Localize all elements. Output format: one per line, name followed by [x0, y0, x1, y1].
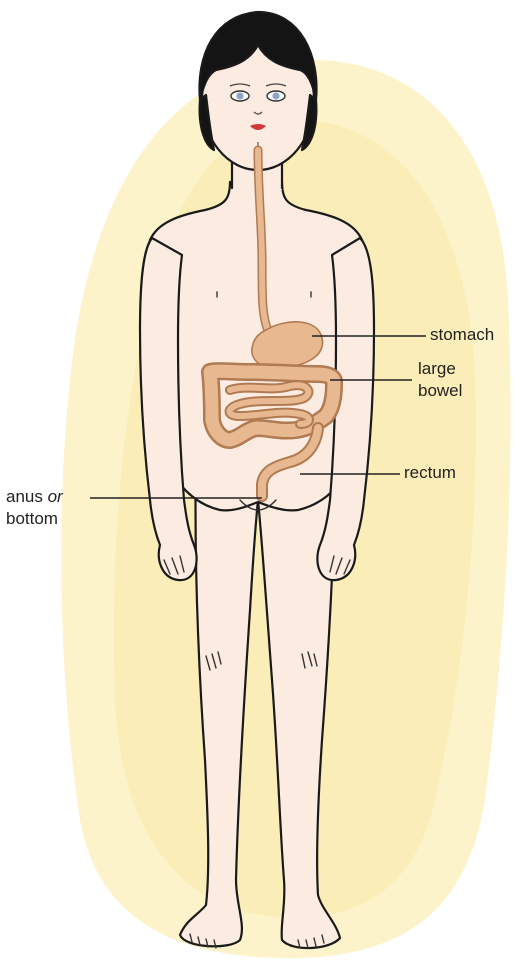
left-iris — [236, 92, 243, 99]
large-bowel-label-line2: bowel — [418, 380, 462, 402]
anus-label-line1: anus or — [6, 486, 63, 508]
anus-label-word: anus — [6, 487, 48, 506]
anus-label-or: or — [48, 487, 63, 506]
anus-label-line2: bottom — [6, 508, 63, 530]
large-bowel-label: large bowel — [418, 358, 462, 402]
anus-label: anus or bottom — [6, 486, 63, 530]
stomach-label: stomach — [430, 324, 494, 346]
right-iris — [272, 92, 279, 99]
large-bowel-label-line1: large — [418, 358, 462, 380]
rectum-label: rectum — [404, 462, 456, 484]
